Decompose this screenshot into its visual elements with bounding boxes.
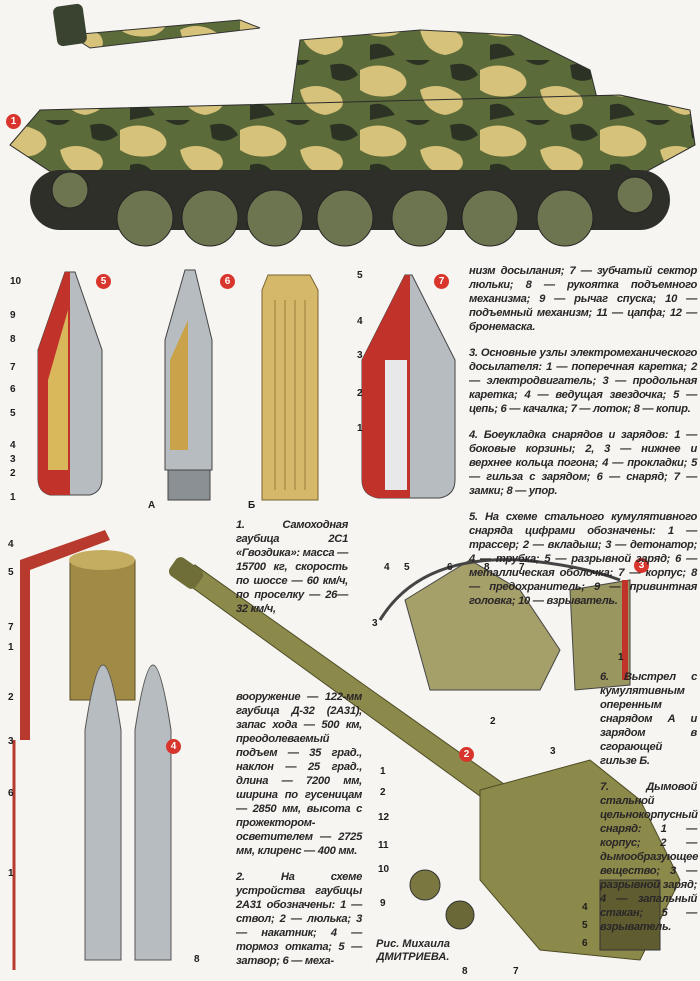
- callout: 10: [378, 864, 390, 875]
- callout-b: Б: [248, 500, 256, 511]
- callout: 6: [10, 384, 16, 395]
- figure-badge-5: 5: [96, 274, 111, 289]
- callout: 10: [10, 276, 22, 287]
- callout: 1: [10, 492, 16, 503]
- figure-badge-2: 2: [459, 747, 474, 762]
- callout: 3: [372, 618, 378, 629]
- callout: 5: [8, 567, 14, 578]
- callout: 7: [513, 966, 519, 977]
- figure-badge-3: 3: [634, 558, 649, 573]
- credit-line-2: ДМИТРИЕВА.: [376, 951, 450, 963]
- callout: 6: [582, 938, 588, 949]
- callout: 8: [462, 966, 468, 977]
- callout: 2: [380, 787, 386, 798]
- callout: 1: [357, 423, 363, 434]
- callout: 3: [8, 736, 14, 747]
- callout: 5: [582, 920, 588, 931]
- figure-badge-1: 1: [6, 114, 21, 129]
- figure-badge-6: 6: [220, 274, 235, 289]
- callout: 1: [380, 766, 386, 777]
- callout: 5: [10, 408, 16, 419]
- credit-line-1: Рис. Михаила: [376, 938, 450, 950]
- callout: 3: [550, 746, 556, 757]
- callout: 5: [404, 562, 410, 573]
- callout: 7: [519, 562, 525, 573]
- callout: 9: [380, 898, 386, 909]
- callout: 1: [8, 642, 14, 653]
- caption-1-continued: вооружение — 122-мм гаубица Д-32 (2А31),…: [236, 691, 362, 857]
- callout: 4: [384, 562, 390, 573]
- callout: 3: [357, 350, 363, 361]
- callout: 4: [582, 902, 588, 913]
- callout: 4: [8, 539, 14, 550]
- callout: 6: [8, 788, 14, 799]
- callout: 8: [10, 334, 16, 345]
- callout: 7: [10, 362, 16, 373]
- illustration-credit: Рис. Михаила ДМИТРИЕВА.: [372, 938, 454, 964]
- callout: 5: [357, 270, 363, 281]
- right-text-column: низм досылания; 7 — зубчатый сектор люль…: [469, 264, 697, 620]
- callout: 9: [10, 310, 16, 321]
- callout: 8: [484, 562, 490, 573]
- caption-4: 4. Боеукладка снарядов и зарядов: 1 — бо…: [469, 429, 697, 497]
- callout: 2: [357, 388, 363, 399]
- callout: 11: [378, 840, 389, 851]
- callout-a: А: [148, 500, 156, 511]
- left-text-column: вооружение — 122-мм гаубица Д-32 (2А31),…: [236, 690, 362, 980]
- caption-7: 7. Дымовой стальной цельнокорпусный снар…: [600, 781, 699, 933]
- callout: 2: [490, 716, 496, 727]
- callout: 2: [10, 468, 16, 479]
- caption-2: 2. На схеме устройства гаубицы 2А31 обоз…: [236, 871, 362, 967]
- callout: 8: [194, 954, 200, 965]
- caption-6: 6. Выстрел с кумулятивным оперенным снар…: [600, 671, 697, 767]
- caption-1: 1. Самоходная гаубица 2С1 «Гвоздика»: ма…: [236, 519, 348, 615]
- lower-right-text-column: 6. Выстрел с кумулятивным оперенным снар…: [600, 670, 699, 946]
- callout: 12: [378, 812, 390, 823]
- callout: 7: [8, 622, 14, 633]
- caption-2-continued: низм досылания; 7 — зубчатый сектор люль…: [469, 265, 697, 333]
- callout: 2: [8, 692, 14, 703]
- caption-5: 5. На схеме стального кумулятивного снар…: [469, 511, 697, 607]
- callout: 1: [8, 868, 14, 879]
- caption-3: 3. Основные узлы электромеханического до…: [469, 347, 697, 415]
- callout: 6: [447, 562, 453, 573]
- callout: 4: [10, 440, 16, 451]
- figure-badge-7: 7: [434, 274, 449, 289]
- callout: 3: [10, 454, 16, 465]
- tank-illustration: [9, 3, 696, 247]
- callout: 4: [357, 316, 363, 327]
- callout: 1: [618, 652, 624, 663]
- figure-badge-4: 4: [166, 739, 181, 754]
